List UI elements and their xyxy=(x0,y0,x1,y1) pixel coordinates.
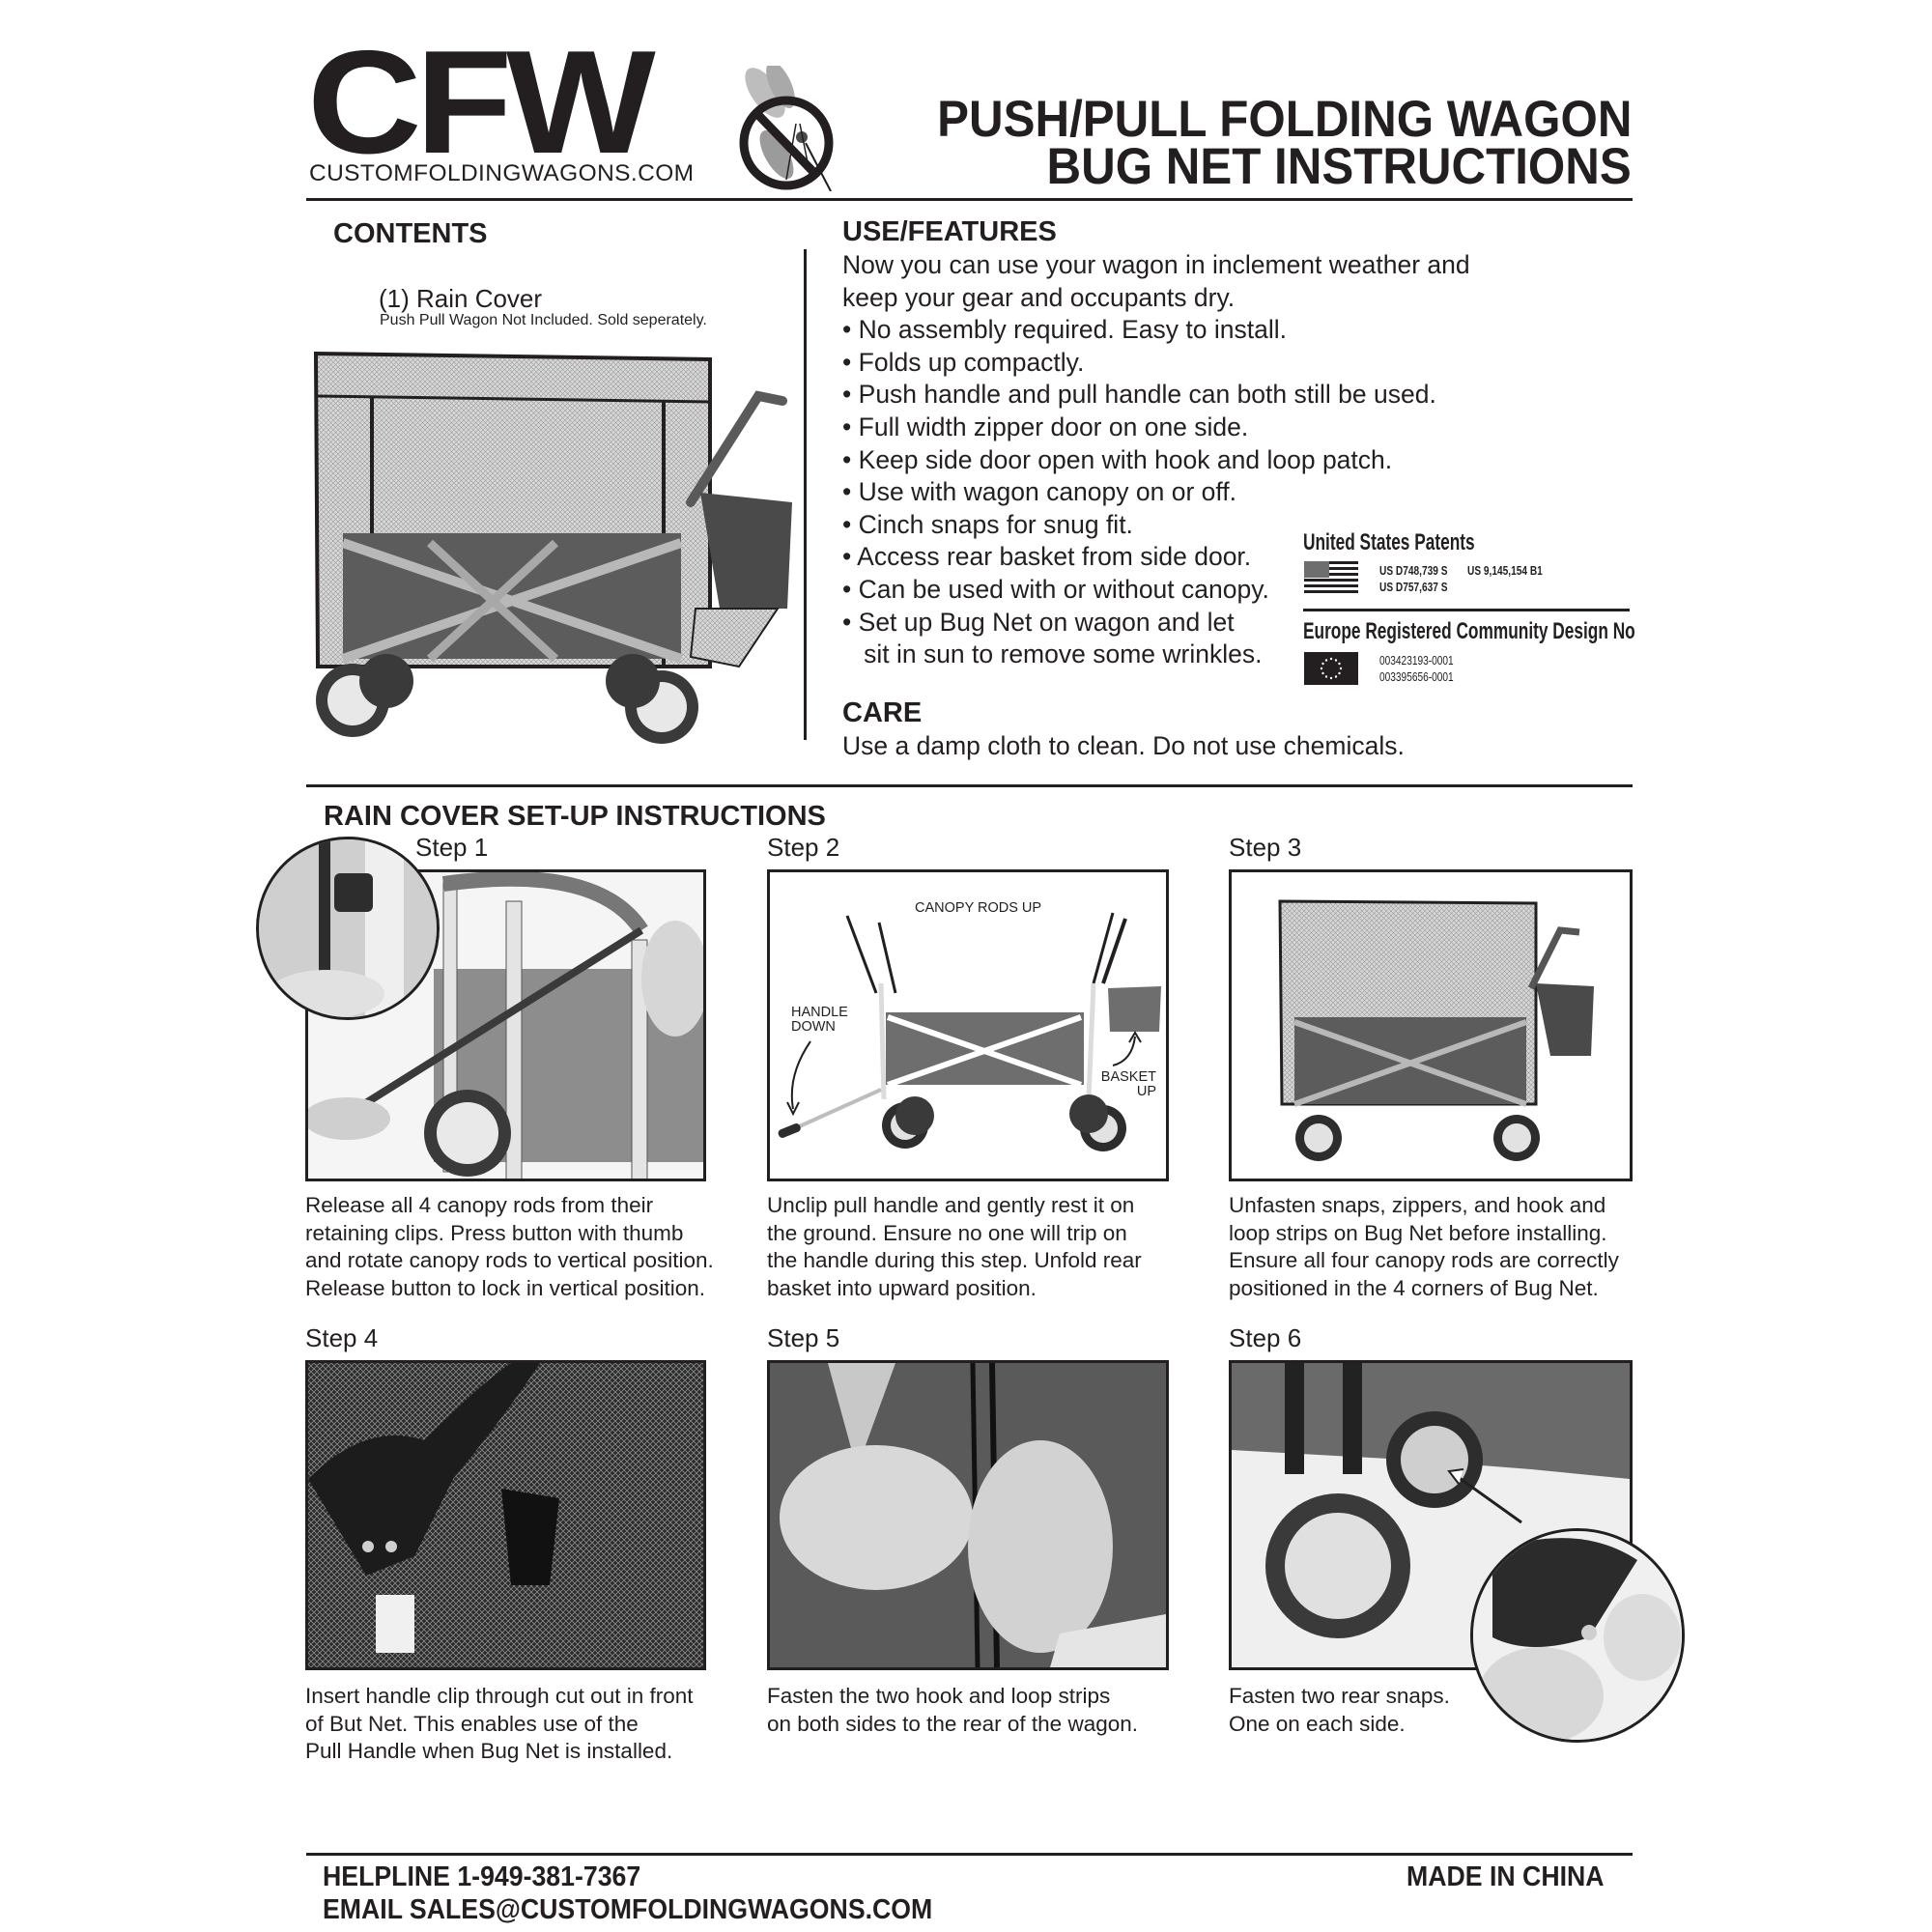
footer-divider xyxy=(306,1853,1633,1856)
step-3-photo xyxy=(1229,869,1633,1181)
contents-note: Push Pull Wagon Not Included. Sold seper… xyxy=(380,312,707,328)
instructions-heading: RAIN COVER SET-UP INSTRUCTIONS xyxy=(324,801,826,832)
step-3-label: Step 3 xyxy=(1229,833,1302,862)
handle-down-label: HANDLE DOWN xyxy=(791,1006,848,1035)
caption-line: Fasten the two hook and loop strips xyxy=(767,1684,1111,1708)
caption-line: Release button to lock in vertical posit… xyxy=(305,1275,705,1300)
caption-line: the handle during this step. Unfold rear xyxy=(767,1248,1142,1272)
step-1-detail-magnifier xyxy=(256,837,440,1020)
patents-divider xyxy=(1303,609,1630,611)
feature-item: • Push handle and pull handle can both s… xyxy=(842,380,1436,410)
features-heading: USE/FEATURES xyxy=(842,216,1057,247)
caption-line: positioned in the 4 corners of Bug Net. xyxy=(1229,1275,1599,1300)
annotation-line: HANDLE xyxy=(791,1005,848,1020)
feature-item: • Access rear basket from side door. xyxy=(842,542,1252,572)
feature-item: • Folds up compactly. xyxy=(842,347,1085,377)
column-divider xyxy=(804,249,807,740)
feature-item: • Can be used with or without canopy. xyxy=(842,574,1269,604)
features-intro-line1: Now you can use your wagon in inclement … xyxy=(842,250,1470,279)
eu-design-number: 003395656-0001 xyxy=(1379,669,1454,684)
caption-line: Insert handle clip through cut out in fr… xyxy=(305,1684,694,1708)
brand-url: CUSTOMFOLDINGWAGONS.COM xyxy=(309,160,695,186)
eu-design-number: 003423193-0001 xyxy=(1379,653,1454,668)
eu-flag-icon xyxy=(1304,652,1358,685)
doc-title-line1: PUSH/PULL FOLDING WAGON xyxy=(936,91,1632,148)
us-patent-number: US D757,637 S xyxy=(1379,580,1448,594)
step-6-caption: Fasten two rear snaps. One on each side. xyxy=(1229,1683,1450,1738)
us-patent-number: US 9,145,154 B1 xyxy=(1467,563,1543,578)
caption-line: loop strips on Bug Net before installing… xyxy=(1229,1220,1607,1245)
step-2-caption: Unclip pull handle and gently rest it on… xyxy=(767,1192,1142,1302)
step-6-label: Step 6 xyxy=(1229,1323,1302,1352)
caption-line: Release all 4 canopy rods from their xyxy=(305,1193,654,1217)
us-flag-icon xyxy=(1304,561,1358,594)
step-3-caption: Unfasten snaps, zippers, and hook and lo… xyxy=(1229,1192,1619,1302)
contents-heading: CONTENTS xyxy=(333,218,488,249)
step-4-label: Step 4 xyxy=(305,1323,379,1352)
caption-line: retaining clips. Press button with thumb xyxy=(305,1220,684,1245)
features-intro: Now you can use your wagon in inclement … xyxy=(842,249,1470,671)
caption-line: the ground. Ensure no one will trip on xyxy=(767,1220,1127,1245)
caption-line: Unclip pull handle and gently rest it on xyxy=(767,1193,1135,1217)
feature-item: • Set up Bug Net on wagon and let xyxy=(842,607,1235,637)
caption-line: of But Net. This enables use of the xyxy=(305,1711,639,1736)
made-in-label: MADE IN CHINA xyxy=(1406,1861,1605,1892)
patents-block: United States Patents US D748,739 S US 9… xyxy=(1303,529,1635,689)
canopy-rods-up-label: CANOPY RODS UP xyxy=(915,900,1042,916)
caption-line: Pull Handle when Bug Net is installed. xyxy=(305,1739,673,1763)
care-text: Use a damp cloth to clean. Do not use ch… xyxy=(842,731,1405,760)
feature-item: • Use with wagon canopy on or off. xyxy=(842,477,1236,507)
caption-line: Unfasten snaps, zippers, and hook and xyxy=(1229,1193,1606,1217)
step-1-caption: Release all 4 canopy rods from their ret… xyxy=(305,1192,714,1302)
basket-up-label: BASKET UP xyxy=(1098,1070,1156,1099)
feature-item: sit in sun to remove some wrinkles. xyxy=(842,639,1263,669)
us-patent-number: US D748,739 S xyxy=(1379,563,1448,578)
contents-item: (1) Rain Cover xyxy=(379,284,543,313)
step-4-photo xyxy=(305,1360,706,1670)
step-5-caption: Fasten the two hook and loop strips on b… xyxy=(767,1683,1138,1738)
eu-design-title: Europe Registered Community Design No xyxy=(1303,618,1635,644)
step-5-label: Step 5 xyxy=(767,1323,840,1352)
helpline: HELPLINE 1-949-381-7367 xyxy=(323,1861,641,1892)
wagon-with-bug-net-photo xyxy=(304,348,792,746)
caption-line: and rotate canopy rods to vertical posit… xyxy=(305,1248,714,1272)
contact-email: EMAIL SALES@CUSTOMFOLDINGWAGONS.COM xyxy=(323,1894,933,1925)
us-patents-title: United States Patents xyxy=(1303,529,1475,555)
section-divider xyxy=(306,784,1633,787)
step-1-label: Step 1 xyxy=(415,833,489,862)
step-5-photo xyxy=(767,1360,1169,1670)
features-intro-line2: keep your gear and occupants dry. xyxy=(842,282,1236,312)
feature-item: • Keep side door open with hook and loop… xyxy=(842,444,1393,474)
feature-item: • Cinch snaps for snug fit. xyxy=(842,509,1133,539)
feature-item: • No assembly required. Easy to install. xyxy=(842,315,1287,345)
features-list: • No assembly required. Easy to install.… xyxy=(842,314,1470,671)
no-bugs-icon xyxy=(726,66,852,191)
step-2-label: Step 2 xyxy=(767,833,840,862)
step-6-photo xyxy=(1229,1360,1633,1670)
step-6-detail-magnifier xyxy=(1470,1528,1685,1743)
feature-item: • Full width zipper door on one side. xyxy=(842,412,1249,441)
care-heading: CARE xyxy=(842,697,923,728)
step-2-diagram: CANOPY RODS UP HANDLE DOWN BASKET UP xyxy=(767,869,1169,1181)
annotation-line: UP xyxy=(1136,1084,1156,1099)
caption-line: Ensure all four canopy rods are correctl… xyxy=(1229,1248,1619,1272)
caption-line: One on each side. xyxy=(1229,1711,1406,1736)
annotation-line: DOWN xyxy=(791,1019,836,1035)
brand-logo: CFW xyxy=(307,20,656,185)
doc-title-line2: BUG NET INSTRUCTIONS xyxy=(1046,138,1632,195)
caption-line: Fasten two rear snaps. xyxy=(1229,1684,1450,1708)
caption-line: on both sides to the rear of the wagon. xyxy=(767,1711,1139,1736)
step-4-caption: Insert handle clip through cut out in fr… xyxy=(305,1683,694,1766)
annotation-line: BASKET xyxy=(1100,1069,1156,1085)
caption-line: basket into upward position. xyxy=(767,1275,1037,1300)
header-divider xyxy=(306,198,1633,201)
